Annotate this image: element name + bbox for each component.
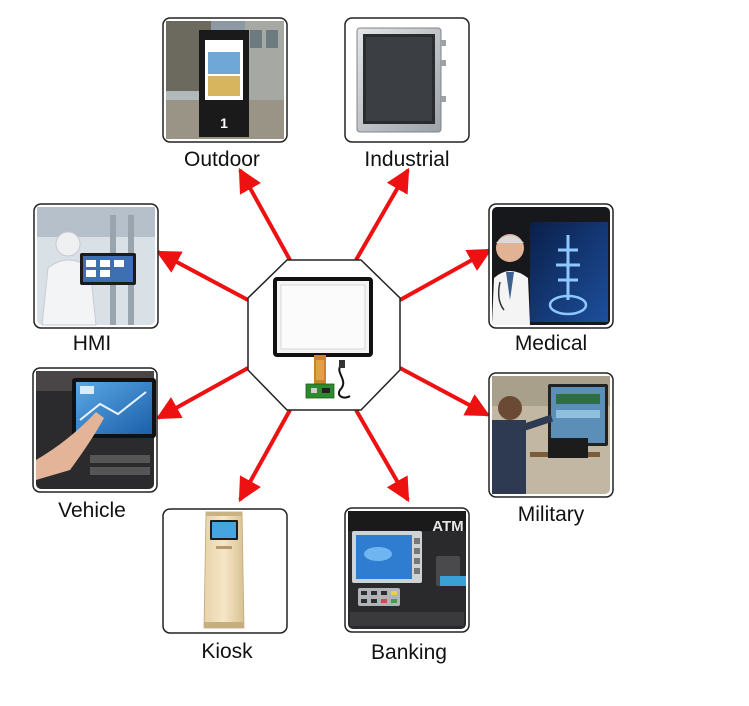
tile-industrial: Industrial: [344, 17, 470, 171]
industrial-panel-monitor-icon: [356, 27, 446, 133]
tile-hmi: HMI: [33, 203, 159, 355]
tile-medical: Medical: [488, 203, 614, 355]
svg-text:ATM: ATM: [432, 518, 463, 535]
outdoor-digital-signage-icon: 1: [166, 21, 284, 139]
arrow-to-banking: [354, 408, 410, 503]
tile-vehicle: Vehicle: [32, 367, 158, 522]
touch-panel-with-fpc-cable-icon: [273, 277, 373, 399]
banking-label: Banking: [371, 641, 447, 664]
medical-imaging-display-icon: [492, 207, 610, 325]
arrows: [155, 167, 493, 503]
military-command-station-icon: [492, 376, 610, 494]
arrow-to-hmi: [155, 250, 249, 302]
hmi-label: HMI: [73, 332, 112, 355]
kiosk-label: Kiosk: [201, 640, 253, 663]
arrow-to-outdoor: [238, 167, 292, 261]
military-label: Military: [518, 503, 585, 526]
factory-hmi-touchscreen-icon: [37, 207, 155, 326]
atm-machine-icon: ATM: [348, 511, 466, 629]
arrow-to-kiosk: [238, 409, 292, 503]
medical-label: Medical: [515, 332, 587, 355]
vehicle-label: Vehicle: [58, 499, 126, 522]
tile-military: Military: [488, 372, 614, 526]
center-product: [247, 259, 401, 411]
arrow-to-medical: [399, 248, 493, 302]
industrial-label: Industrial: [364, 148, 449, 171]
tile-banking: ATM Banking: [344, 507, 470, 664]
arrow-to-industrial: [354, 167, 410, 262]
standing-kiosk-icon: [203, 511, 245, 629]
car-dashboard-touchscreen-icon: [36, 371, 156, 489]
tile-kiosk: Kiosk: [162, 508, 288, 663]
svg-text:1: 1: [220, 115, 228, 131]
arrow-to-vehicle: [155, 366, 249, 420]
tile-outdoor: 1 Outdoor: [162, 17, 288, 171]
arrow-to-military: [399, 366, 491, 417]
outdoor-label: Outdoor: [184, 148, 260, 171]
